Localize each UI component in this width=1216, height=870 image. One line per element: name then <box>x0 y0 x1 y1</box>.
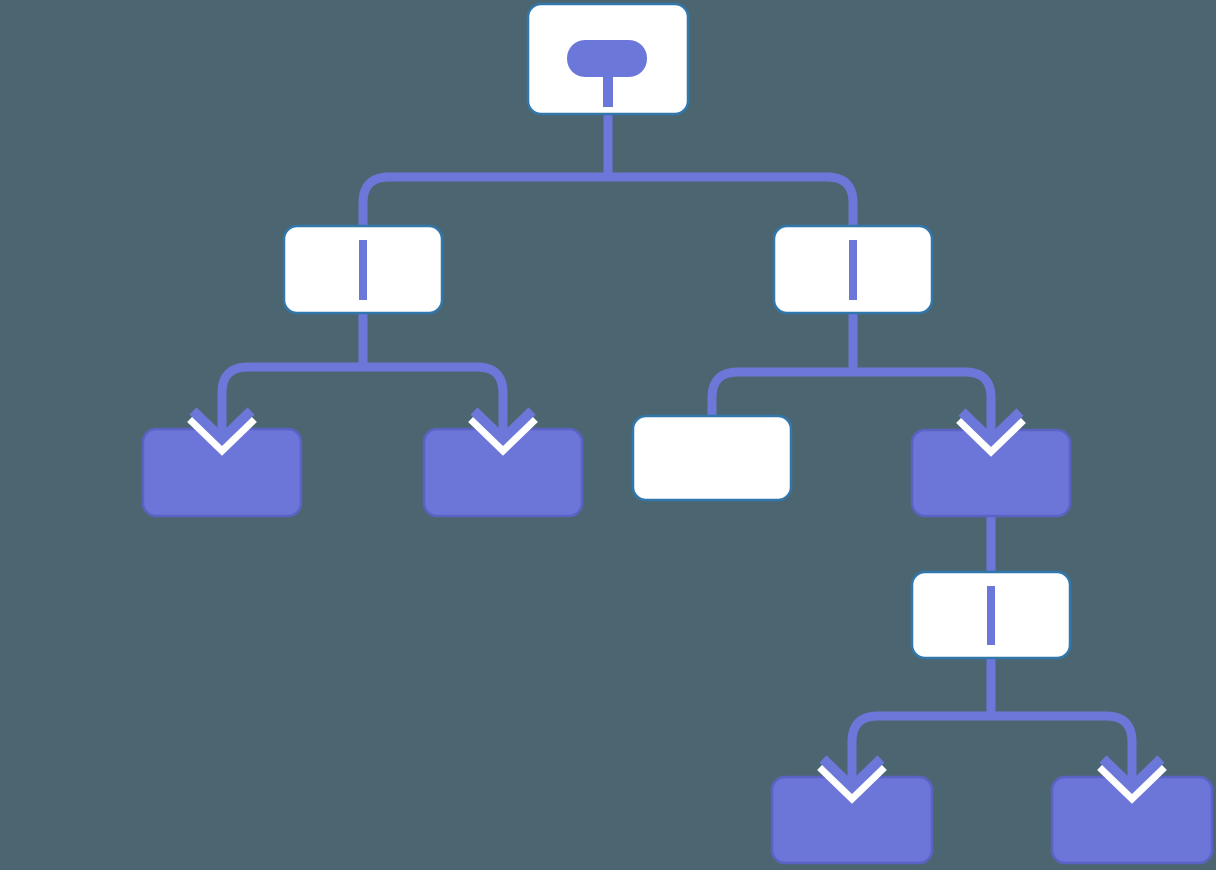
start-node[interactable] <box>526 2 690 116</box>
purple-chevron-icon <box>189 407 255 446</box>
decision-node-bottom[interactable] <box>910 570 1072 660</box>
arrowhead-action-1-chevron-down-icon <box>187 395 257 456</box>
purple-chevron-icon <box>470 407 536 446</box>
white-chevron-icon <box>1097 759 1167 804</box>
white-chevron-icon <box>468 411 538 456</box>
purple-chevron-icon <box>958 408 1024 447</box>
decision-node-right[interactable] <box>772 224 934 315</box>
white-chevron-icon <box>187 411 257 456</box>
white-chevron-icon <box>956 412 1026 457</box>
arrowhead-action-4-chevron-down-icon <box>817 743 887 804</box>
arrowhead-action-5-chevron-down-icon <box>1097 743 1167 804</box>
edge-left-tee <box>217 362 508 434</box>
edge-level2-tee <box>358 172 858 232</box>
arrowhead-action-3-chevron-down-icon <box>956 396 1026 457</box>
decision-node-left[interactable] <box>282 224 444 315</box>
edge-bottom-tee <box>847 711 1137 782</box>
arrowhead-action-2-chevron-down-icon <box>468 395 538 456</box>
pill-icon <box>567 40 647 77</box>
purple-chevron-icon <box>1099 755 1165 794</box>
purple-chevron-icon <box>819 755 885 794</box>
empty-node-body <box>631 414 793 502</box>
white-chevron-icon <box>817 759 887 804</box>
empty-node[interactable] <box>631 414 793 502</box>
edge-right-tee <box>707 367 996 435</box>
